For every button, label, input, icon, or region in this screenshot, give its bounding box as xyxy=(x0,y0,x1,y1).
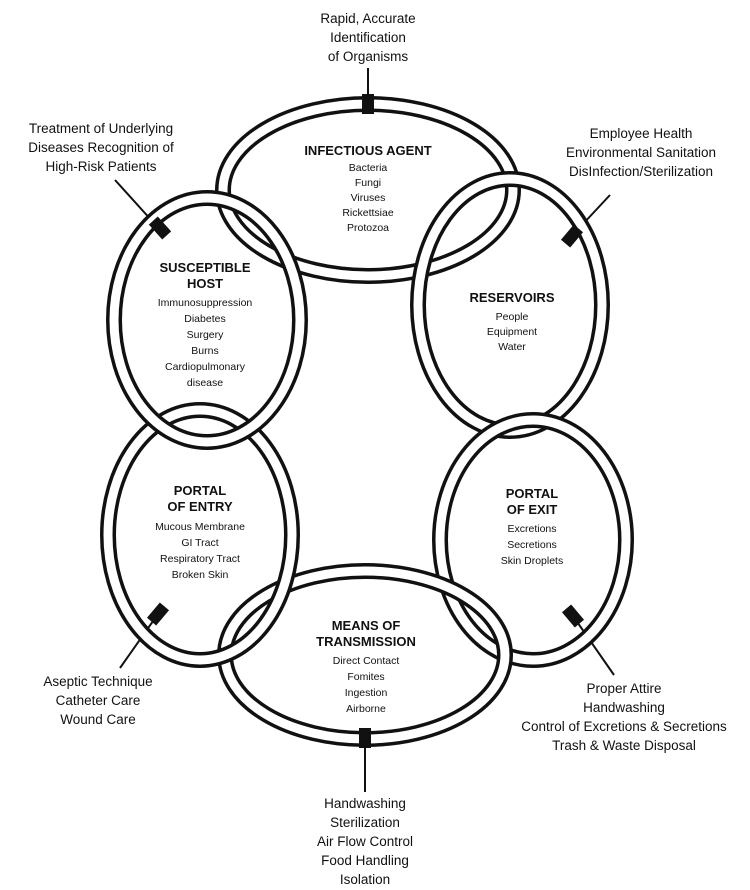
connector-bottom-right xyxy=(572,615,615,676)
link-item: Fomites xyxy=(347,671,384,683)
link-item: Viruses xyxy=(351,192,386,204)
link-title: OF EXIT xyxy=(507,502,558,517)
link-title: PORTAL xyxy=(506,486,559,501)
link-title: HOST xyxy=(187,276,223,291)
tick-top-left xyxy=(148,216,172,240)
control-line: DisInfection/Sterilization xyxy=(569,164,713,179)
control-line: Wound Care xyxy=(60,712,136,727)
link-item: Cardiopulmonary xyxy=(165,361,246,373)
link-item: Fungi xyxy=(355,177,381,189)
control-line: Sterilization xyxy=(330,815,400,830)
link-item: GI Tract xyxy=(181,537,218,549)
ring-susceptible-host xyxy=(106,190,308,450)
control-line: Handwashing xyxy=(324,796,406,811)
link-item: Ingestion xyxy=(345,687,388,699)
link-item: Equipment xyxy=(487,326,537,338)
control-top-left: Treatment of Underlying Diseases Recogni… xyxy=(28,121,174,174)
link-item: Respiratory Tract xyxy=(160,553,240,565)
tick-top xyxy=(362,94,374,114)
control-bottom-right: Proper Attire Handwashing Control of Exc… xyxy=(521,681,727,753)
control-top: Rapid, Accurate Identification of Organi… xyxy=(320,11,415,64)
link-item: Burns xyxy=(191,345,218,357)
control-line: Catheter Care xyxy=(56,693,141,708)
control-line: Identification xyxy=(330,30,406,45)
control-line: Diseases Recognition of xyxy=(28,140,174,155)
ring-portal-of-exit xyxy=(432,412,634,668)
control-line: Rapid, Accurate xyxy=(320,11,415,26)
link-means-of-transmission: MEANS OF TRANSMISSION Direct Contact Fom… xyxy=(316,618,416,715)
link-title: RESERVOIRS xyxy=(469,290,554,305)
control-bottom: Handwashing Sterilization Air Flow Contr… xyxy=(317,796,413,887)
link-item: Direct Contact xyxy=(333,655,400,667)
tick-bottom-right xyxy=(561,604,585,628)
link-susceptible-host: SUSCEPTIBLE HOST Immunosuppression Diabe… xyxy=(158,260,253,389)
control-line: Aseptic Technique xyxy=(43,674,152,689)
link-item: Protozoa xyxy=(347,222,389,234)
connector-bottom-left xyxy=(119,613,159,669)
control-line: Trash & Waste Disposal xyxy=(552,738,696,753)
control-line: Environmental Sanitation xyxy=(566,145,716,160)
link-infectious-agent: INFECTIOUS AGENT Bacteria Fungi Viruses … xyxy=(304,143,431,234)
link-title: PORTAL xyxy=(174,483,227,498)
tick-top-right xyxy=(560,224,584,248)
control-line: Food Handling xyxy=(321,853,409,868)
control-line: of Organisms xyxy=(328,49,409,64)
link-portal-of-entry: PORTAL OF ENTRY Mucous Membrane GI Tract… xyxy=(155,483,245,581)
control-line: Air Flow Control xyxy=(317,834,413,849)
link-item: Diabetes xyxy=(184,313,225,325)
tick-bottom-left xyxy=(146,602,170,626)
link-title: SUSCEPTIBLE xyxy=(159,260,250,275)
link-item: Mucous Membrane xyxy=(155,521,245,533)
link-title: INFECTIOUS AGENT xyxy=(304,143,431,158)
link-item: Immunosuppression xyxy=(158,297,253,309)
link-item: Skin Droplets xyxy=(501,555,563,567)
link-title: MEANS OF xyxy=(332,618,401,633)
control-line: Isolation xyxy=(340,872,390,887)
control-line: High-Risk Patients xyxy=(45,159,156,174)
link-item: Airborne xyxy=(346,703,386,715)
link-reservoirs: RESERVOIRS People Equipment Water xyxy=(469,290,554,353)
link-item: Water xyxy=(498,341,526,353)
link-item: People xyxy=(496,311,529,323)
link-item: Bacteria xyxy=(349,162,388,174)
ring-portal-of-entry xyxy=(100,402,300,668)
link-item: Surgery xyxy=(187,329,225,341)
control-line: Handwashing xyxy=(583,700,665,715)
link-portal-of-exit: PORTAL OF EXIT Excretions Secretions Ski… xyxy=(501,486,563,567)
tick-bottom xyxy=(359,728,371,748)
link-item: Excretions xyxy=(507,523,556,535)
link-title: OF ENTRY xyxy=(167,499,233,514)
control-top-right: Employee Health Environmental Sanitation… xyxy=(566,126,716,179)
control-line: Control of Excretions & Secretions xyxy=(521,719,727,734)
link-item: Secretions xyxy=(507,539,557,551)
link-title: TRANSMISSION xyxy=(316,634,416,649)
connector-ticks xyxy=(146,94,585,748)
link-item: Broken Skin xyxy=(172,569,229,581)
control-line: Employee Health xyxy=(590,126,693,141)
control-bottom-left: Aseptic Technique Catheter Care Wound Ca… xyxy=(43,674,152,727)
link-item: disease xyxy=(187,377,223,389)
control-line: Proper Attire xyxy=(586,681,661,696)
link-item: Rickettsiae xyxy=(342,207,394,219)
control-line: Treatment of Underlying xyxy=(29,121,173,136)
